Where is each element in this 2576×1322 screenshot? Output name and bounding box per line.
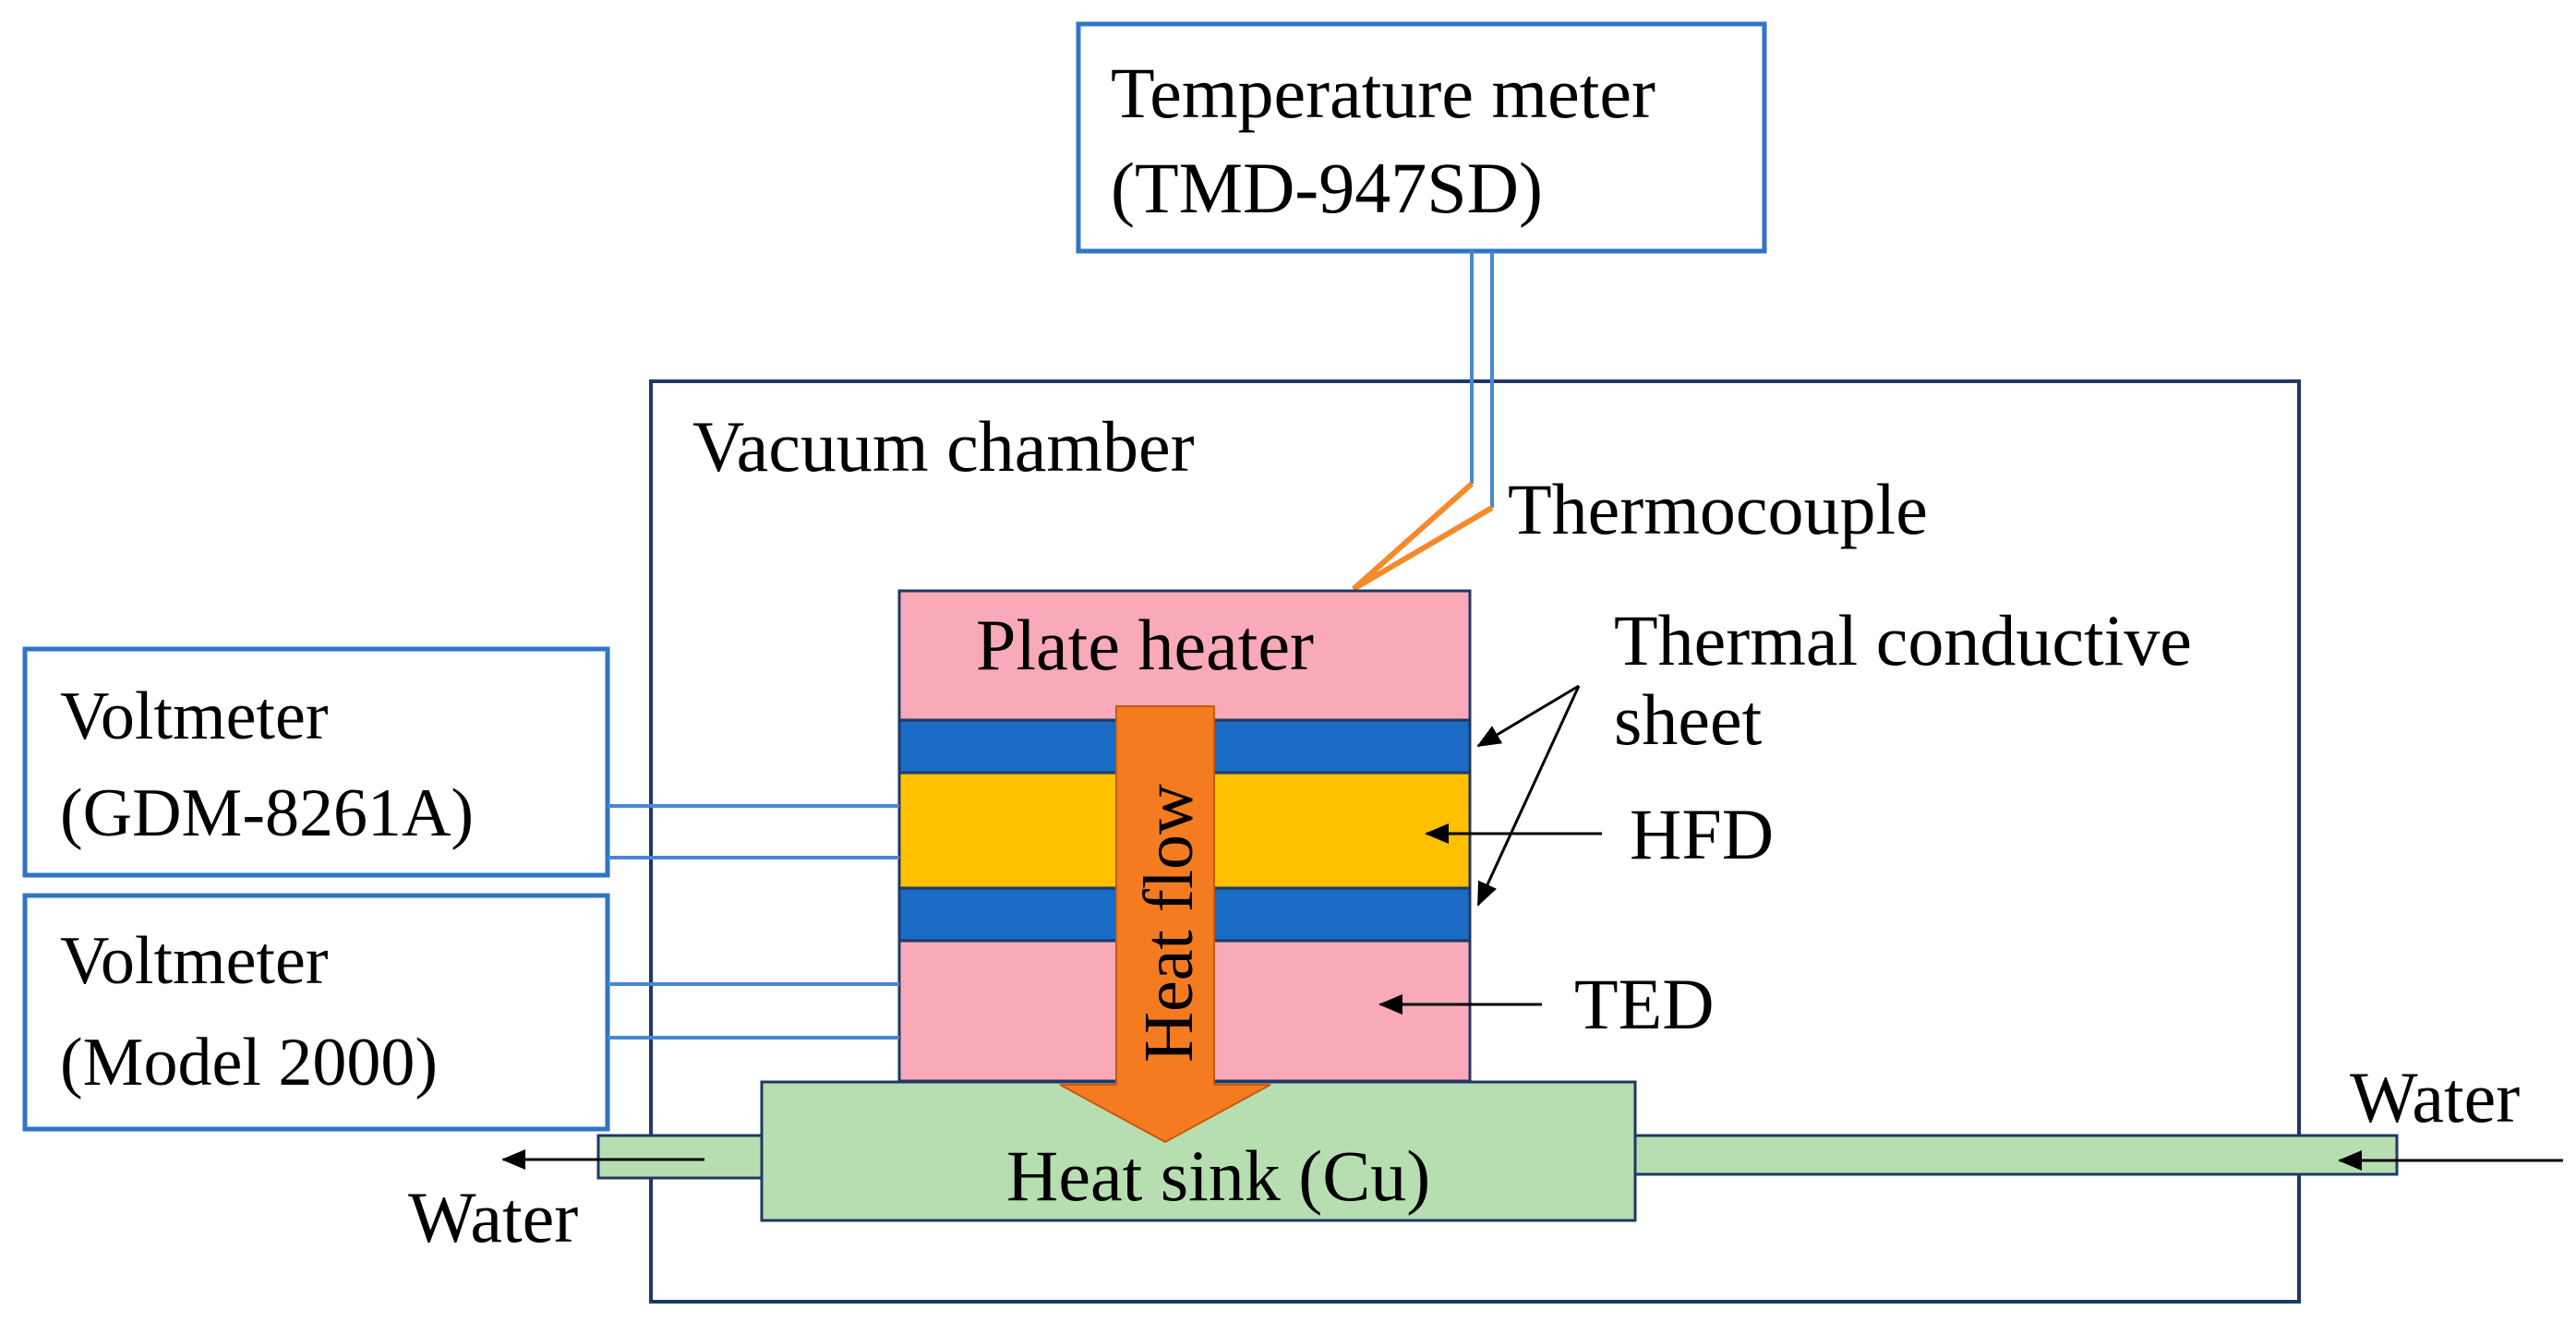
heat-sink-label: Heat sink (Cu) [1006,1136,1430,1216]
water-inlet-pipe [1632,1134,2399,1176]
plate-heater [897,589,1472,722]
ted-label: TED [1574,964,1715,1044]
voltmeter-2-box [22,893,610,1132]
vacuum-chamber-label: Vacuum chamber [692,406,1195,487]
thermal-sheet-label-line2: sheet [1614,679,1763,760]
voltmeter-2-name: Voltmeter [60,923,328,999]
voltmeter-1-name: Voltmeter [60,679,328,754]
plate-heater-label: Plate heater [976,605,1314,685]
thermocouple-probe [1352,481,1494,592]
water-inlet-label: Water [2350,1057,2520,1137]
thermal-sheet-label-line1: Thermal conductive [1614,600,2192,680]
thermal-sheet-pointer-bottom [1476,685,1581,907]
temperature-meter-model: (TMD-947SD) [1111,148,1543,228]
temperature-meter-name: Temperature meter [1111,53,1655,133]
hfd-label: HFD [1630,794,1774,874]
thermocouple-label: Thermocouple [1508,469,1928,549]
heat-flow-label: Heat flow [1130,784,1208,1063]
thermal-sheet-pointer-top [1476,684,1580,748]
heat-flow-arrow [1059,705,1271,1144]
water-outlet-label: Water [408,1177,578,1257]
voltmeter-2-model: (Model 2000) [60,1025,438,1100]
voltmeter-1-box [22,646,610,878]
water-outlet-pipe [596,1134,766,1180]
temperature-meter-box [1076,21,1767,254]
vacuum-chamber-box [649,379,2301,1304]
voltmeter-1-model: (GDM-8261A) [60,775,474,851]
